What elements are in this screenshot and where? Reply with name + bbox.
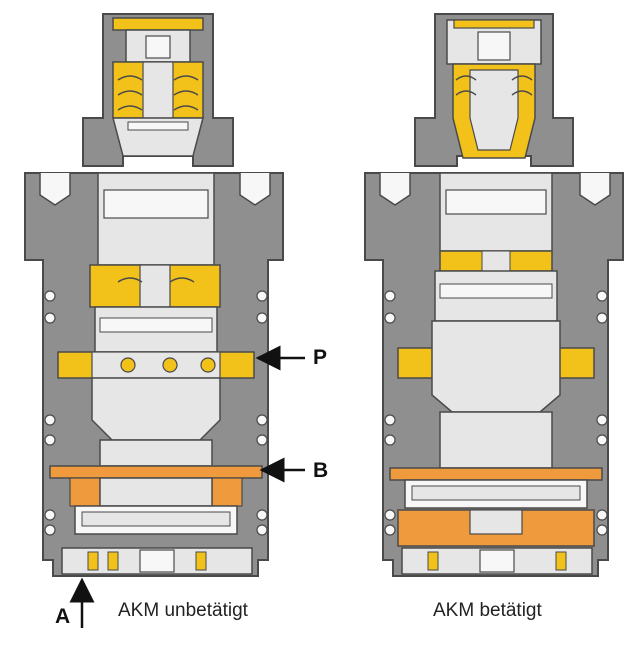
port-a-label: A: [55, 605, 71, 628]
caption-right: AKM betätigt: [433, 600, 542, 621]
caption-left: AKM unbetätigt: [118, 600, 248, 621]
port-b-label: B: [313, 459, 329, 482]
port-p-label: P: [313, 346, 328, 369]
valve-left-unactuated: [24, 13, 284, 577]
valve-right-actuated: [364, 13, 624, 577]
